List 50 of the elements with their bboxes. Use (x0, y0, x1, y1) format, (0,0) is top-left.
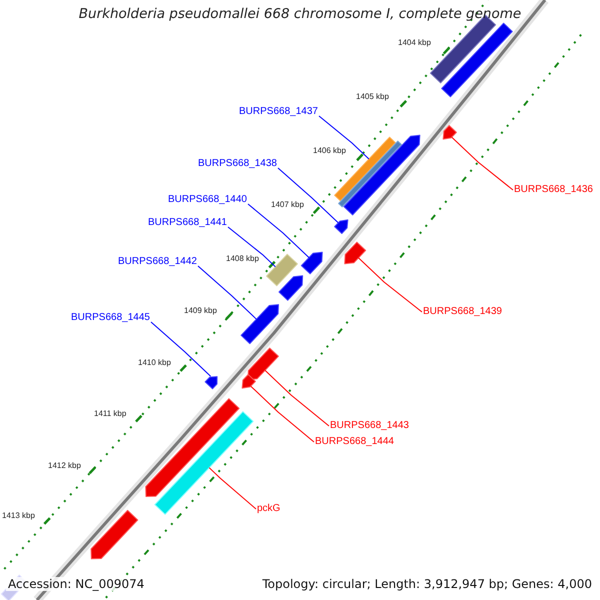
leader-line (150, 322, 212, 377)
scale-label: 1405 kbp (356, 92, 389, 102)
gene-feature (247, 348, 279, 380)
gene-feature (442, 125, 457, 140)
gene-block (266, 254, 298, 286)
leader-line (248, 204, 310, 258)
gene-feature (90, 510, 138, 560)
gene-label: BURPS668_1440 (168, 194, 247, 206)
leader-line (208, 467, 256, 510)
scale-label: 1406 kbp (313, 146, 346, 156)
footer-text: Topology: circular; Length: 3,912,947 bp; Genes: 4,000 (260, 577, 594, 591)
gene-feature (145, 398, 240, 497)
gene-label: BURPS668_1439 (423, 306, 502, 318)
gene-label: BURPS668_1437 (239, 106, 318, 118)
gene-label: BURPS668_1438 (198, 158, 277, 170)
leader-line (278, 168, 339, 224)
gene-feature (240, 304, 279, 344)
leader-line (264, 370, 330, 426)
scale-label: 1404 kbp (398, 38, 431, 48)
leader-line (451, 136, 514, 190)
gene-feature (242, 374, 256, 389)
leader-line (318, 116, 370, 160)
leader-line (358, 257, 422, 312)
scale-label: 1411 kbp (94, 409, 126, 419)
leader-line (250, 386, 314, 442)
gene-block (441, 22, 513, 98)
gene-feature (278, 275, 304, 301)
gene-block (154, 411, 254, 515)
gene-block (334, 136, 396, 202)
scale-label: 1409 kbp (184, 306, 217, 316)
gene-label: BURPS668_1436 (514, 184, 593, 196)
gene-feature (300, 252, 323, 274)
gene-label: BURPS668_1445 (71, 312, 150, 324)
gene-feature (344, 242, 366, 264)
leader-line (228, 226, 276, 268)
gene-label: BURPS668_1441 (148, 217, 227, 229)
gene-feature (334, 219, 348, 234)
gene-label: pckG (257, 503, 280, 515)
title: Burkholderia pseudomallei 668 chromosome I, complete genome (78, 5, 522, 24)
scale-label: 1407 kbp (271, 200, 304, 210)
scale-label: 1413 kbp (2, 511, 35, 521)
scale-label: 1412 kbp (48, 461, 81, 471)
footer-text: Accession: NC_009074 (6, 577, 146, 591)
scale-label: 1410 kbp (138, 358, 171, 368)
gene-label: BURPS668_1442 (118, 256, 197, 268)
leader-line (198, 266, 257, 320)
gene-label: BURPS668_1443 (330, 420, 409, 432)
gene-feature (204, 376, 218, 390)
gene-label: BURPS668_1444 (315, 436, 394, 448)
scale-label: 1408 kbp (226, 254, 259, 264)
